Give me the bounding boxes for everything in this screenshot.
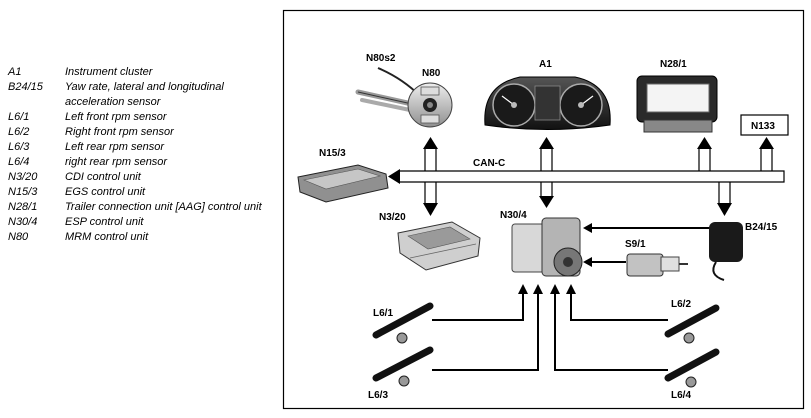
legend-code: N15/3 [8, 186, 38, 198]
label-n15-3: N15/3 [319, 148, 346, 159]
legend-code: N28/1 [8, 201, 38, 213]
label-n28-1: N28/1 [660, 59, 687, 70]
bus-connection-n80 [423, 137, 438, 216]
bus-label: CAN-C [473, 158, 505, 169]
legend-row: L6/3 Left rear rpm sensor [8, 140, 278, 155]
bus-connection-a1 [539, 137, 554, 208]
label-n30-4: N30/4 [500, 210, 527, 221]
legend-code: N30/4 [8, 216, 38, 228]
legend-code: L6/1 [8, 111, 30, 123]
legend-row: B24/15 Yaw rate, lateral and longitudinal… [8, 80, 278, 110]
legend-desc: Yaw rate, lateral and longitudinal accel… [65, 81, 224, 108]
signal-arrowheads [518, 223, 592, 294]
bus-connection-b24-15 [717, 182, 732, 216]
bus-connection-n28-1 [697, 137, 712, 171]
legend-desc: EGS control unit [65, 186, 146, 198]
l6-4-rpm-sensor-icon [664, 348, 720, 388]
label-l6-1: L6/1 [373, 308, 393, 319]
n3-20-cdi-control-unit-icon [397, 221, 481, 271]
legend-desc: Left front rpm sensor [65, 111, 167, 123]
legend-desc: Right front rpm sensor [65, 126, 174, 138]
legend-row: N3/20 CDI control unit [8, 170, 278, 185]
legend-row: L6/1 Left front rpm sensor [8, 110, 278, 125]
legend-row: A1 Instrument cluster [8, 65, 278, 80]
l6-3-rpm-sensor-icon [372, 346, 434, 387]
legend-desc: CDI control unit [65, 171, 141, 183]
legend-desc: Instrument cluster [65, 66, 153, 78]
legend-code: N3/20 [8, 171, 38, 183]
legend-code: L6/2 [8, 126, 30, 138]
n28-1-trailer-control-unit-icon [636, 75, 718, 133]
legend-desc: ESP control unit [65, 216, 144, 228]
label-s9-1: S9/1 [625, 239, 646, 250]
label-l6-4: L6/4 [671, 390, 691, 401]
legend-code: A1 [8, 66, 22, 78]
legend-code: N80 [8, 231, 29, 243]
legend-desc: right rear rpm sensor [65, 156, 168, 168]
label-l6-3: L6/3 [368, 390, 388, 401]
legend-row: N28/1 Trailer connection unit [AAG] contr… [8, 200, 278, 215]
legend-code: L6/4 [8, 156, 30, 168]
legend: A1 Instrument cluster B24/15 Yaw rate, lat… [8, 65, 278, 245]
l6-1-rpm-sensor-icon [372, 302, 434, 344]
legend-code: L6/3 [8, 141, 30, 153]
label-n80s2: N80s2 [366, 53, 396, 64]
s9-1-switch-icon [626, 253, 688, 277]
legend-row: L6/2 Right front rpm sensor [8, 125, 278, 140]
n133-box [740, 114, 789, 136]
legend-desc: MRM control unit [65, 231, 149, 243]
legend-code: B24/15 [8, 81, 43, 93]
b24-15-sensor-icon [709, 222, 743, 281]
label-n80: N80 [422, 68, 441, 79]
legend-row: N30/4 ESP control unit [8, 215, 278, 230]
signal-lines [432, 227, 712, 371]
legend-row: N80 MRM control unit [8, 230, 278, 245]
legend-desc: Left rear rpm sensor [65, 141, 165, 153]
label-a1: A1 [539, 59, 552, 70]
n15-3-egs-control-unit-icon [297, 164, 389, 203]
can-c-bus [388, 169, 785, 184]
n30-4-esp-control-unit-icon [511, 217, 583, 277]
l6-2-rpm-sensor-icon [664, 304, 720, 344]
legend-desc: Trailer connection unit [AAG] control un… [65, 201, 262, 213]
label-l6-2: L6/2 [671, 299, 691, 310]
label-n133: N133 [751, 121, 775, 132]
legend-row: N15/3 EGS control unit [8, 185, 278, 200]
label-b24-15: B24/15 [745, 222, 778, 233]
a1-instrument-cluster-icon [484, 76, 611, 130]
label-n3-20: N3/20 [379, 212, 406, 223]
legend-row: L6/4 right rear rpm sensor [8, 155, 278, 170]
bus-connection-n133 [759, 137, 774, 171]
n80-steering-module-icon [355, 67, 453, 128]
